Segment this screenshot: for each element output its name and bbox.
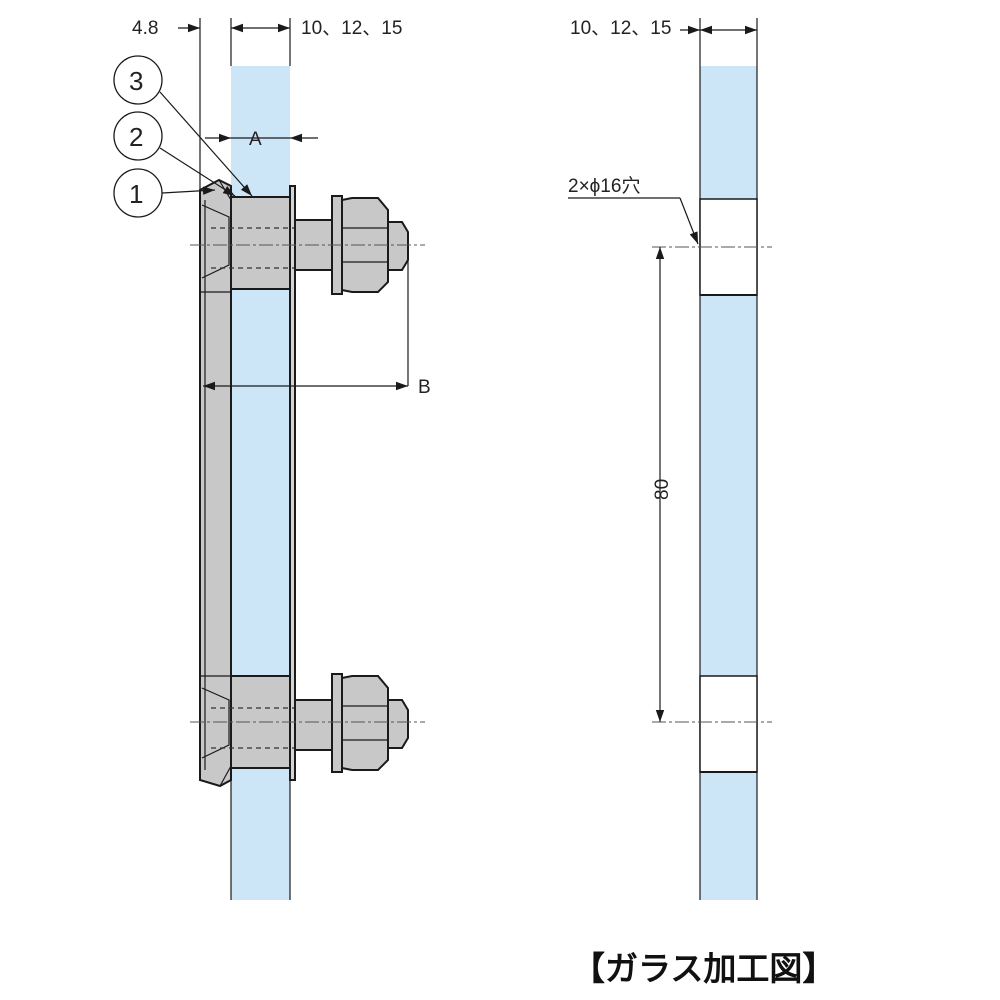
dim-label-a: A	[249, 129, 262, 150]
svg-text:2: 2	[129, 122, 143, 152]
glass-panel-right	[700, 66, 757, 900]
svg-text:3: 3	[129, 66, 143, 96]
hole-spec: 2×ϕ16穴	[568, 175, 640, 197]
glass-processing-view: 10、12、15 2×ϕ16穴 80	[568, 18, 772, 900]
balloon-2: 2	[113, 111, 236, 197]
caption: 【ガラス加工図】	[572, 949, 835, 988]
screw-head-top	[201, 204, 230, 279]
dim-label-b: B	[418, 377, 431, 398]
spacer-top	[230, 196, 291, 290]
hole-bottom	[699, 675, 758, 773]
svg-text:1: 1	[129, 179, 143, 209]
balloon-1: 1	[113, 168, 216, 218]
balloon-3: 3	[113, 55, 253, 197]
bolt-shank-bottom	[294, 699, 333, 751]
dim-plate-thickness: 4.8	[132, 18, 158, 39]
rear-plate	[289, 185, 296, 781]
dim-hole-pitch: 80	[652, 479, 673, 500]
dim-glass-thickness-left: 10、12、15	[301, 18, 402, 39]
nut-bottom	[341, 675, 389, 771]
bolt-tip-top	[387, 221, 409, 271]
bolt-tip-bottom	[387, 699, 409, 749]
screw-head-bottom	[201, 687, 230, 759]
washer-bottom	[331, 673, 343, 773]
dim-glass-thickness-right: 10、12、15	[570, 18, 671, 39]
assembly-view: 4.8 10、12、15 A B 3 2 1	[113, 18, 431, 900]
glass-panel-left	[231, 66, 290, 900]
